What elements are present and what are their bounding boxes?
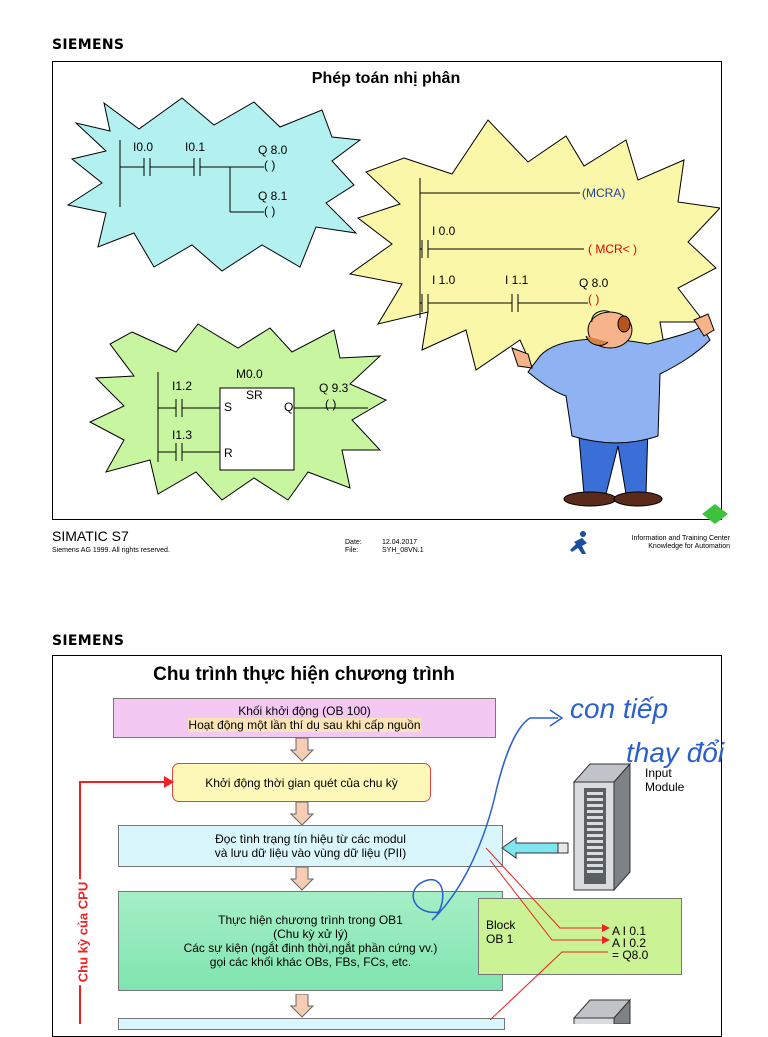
cpu-cycle-label-wrap: Chu kỳ của CPU	[63, 852, 103, 1012]
handwriting-line2: thay đổi	[626, 737, 725, 768]
product-name: SIMATIC S7	[52, 528, 129, 544]
green-diamond-icon	[702, 504, 728, 524]
input-arrow-icon	[501, 837, 569, 859]
coil-label: Q 8.0	[258, 143, 288, 157]
code-line2: A I 0.2	[612, 936, 647, 950]
runner-logo-icon	[570, 531, 587, 554]
execute-ob1-line1: Thực hiện chương trình trong OB1	[218, 913, 403, 927]
contact-label: I1.3	[172, 428, 193, 442]
contact-label: I 1.0	[432, 273, 456, 287]
contact-label: I 0.0	[432, 224, 456, 238]
coil-symbol: ( )	[588, 292, 600, 306]
contact-label: I 1.1	[505, 273, 529, 287]
coil-label: Q 8.1	[258, 189, 288, 203]
module-label-line2: Module	[645, 780, 685, 794]
read-inputs-box: Đọc tình trạng tín hiệu từ các modul và …	[118, 825, 503, 867]
set-pin-label: S	[224, 400, 233, 414]
startup-block-line2: Hoạt động một lần thí dụ sau khi cấp ngu…	[188, 718, 421, 732]
code-line3: = Q8.0	[612, 948, 649, 962]
mapping-lines	[485, 847, 610, 1020]
file-label: File:	[345, 547, 359, 554]
handwritten-annotation: con tiếp thay đổi	[412, 693, 725, 921]
training-center-line2: Knowledge for Automation	[648, 543, 730, 550]
scan-time-start-label: Khởi động thời gian quét của chu kỳ	[205, 775, 398, 790]
brand-logo-top: SIEMENS	[52, 37, 125, 53]
flow-arrow-down-icon	[290, 867, 314, 891]
startup-block-line1: Khối khởi động (OB 100)	[238, 704, 371, 718]
read-inputs-line1: Đọc tình trạng tín hiệu từ các modul	[215, 832, 406, 846]
reset-pin-label: R	[224, 446, 233, 460]
coil-symbol: ( )	[264, 158, 276, 172]
training-center-line1: Information and Training Center	[631, 535, 730, 542]
coil-label: Q 8.0	[579, 276, 609, 290]
mcra-label: (MCRA)	[582, 186, 626, 200]
cpu-cycle-label: Chu kỳ của CPU	[75, 878, 91, 986]
brand-logo-bottom: SIEMENS	[52, 633, 125, 649]
read-inputs-line2: và lưu dữ liệu vào vùng dữ liệu (PII)	[214, 846, 407, 860]
execute-ob1-box: Thực hiện chương trình trong OB1 (Chu kỳ…	[118, 891, 503, 991]
cartoon-man-illustration	[511, 310, 715, 507]
flow-arrow-down-icon	[290, 802, 314, 826]
contact-label: I0.1	[185, 140, 206, 154]
coil-symbol: ( )	[264, 204, 276, 218]
block-label-line1: Block	[486, 918, 516, 932]
flow-arrow-down-icon	[290, 738, 314, 762]
output-module-icon	[572, 998, 632, 1024]
handwriting-line1: con tiếp	[570, 693, 668, 724]
contact-label: I1.2	[172, 379, 193, 393]
input-module-icon	[572, 762, 632, 892]
memory-label: M0.0	[236, 367, 263, 381]
execute-ob1-line4: gọi các khối khác OBs, FBs, FCs, etc.	[209, 955, 412, 969]
slide1-title: Phép toán nhị phân	[311, 70, 461, 87]
execute-ob1-line3: Các sự kiện (ngắt định thời,ngắt phần cứ…	[183, 941, 438, 955]
date-value: 12.04.2017	[382, 539, 418, 546]
ladder-burst-b	[88, 323, 388, 501]
file-value: SYH_08VN.1	[382, 547, 424, 554]
module-label-line1: Input	[645, 766, 672, 780]
ob1-code-block	[478, 898, 682, 975]
slide2-title: Chu trình thực hiện chương trình	[153, 664, 455, 685]
mcr-label: ( MCR< )	[588, 242, 637, 256]
execute-ob1-line2: (Chu kỳ xử lý)	[273, 927, 348, 941]
coil-label: Q 9.3	[319, 381, 349, 395]
scan-time-start-box: Khởi động thời gian quét của chu kỳ	[172, 763, 431, 802]
flow-arrow-down-icon	[290, 994, 314, 1018]
contact-label: I0.0	[133, 140, 154, 154]
date-label: Date:	[345, 539, 362, 546]
q-pin-label: Q	[284, 400, 294, 414]
sr-block-label: SR	[246, 388, 263, 402]
ladder-burst-a	[66, 97, 362, 272]
code-line1: A I 0.1	[612, 924, 647, 938]
coil-symbol: ( )	[325, 397, 337, 411]
copyright-text: Siemens AG 1999. All rights reserved.	[52, 547, 170, 554]
block-label-line2: OB 1	[486, 932, 514, 946]
